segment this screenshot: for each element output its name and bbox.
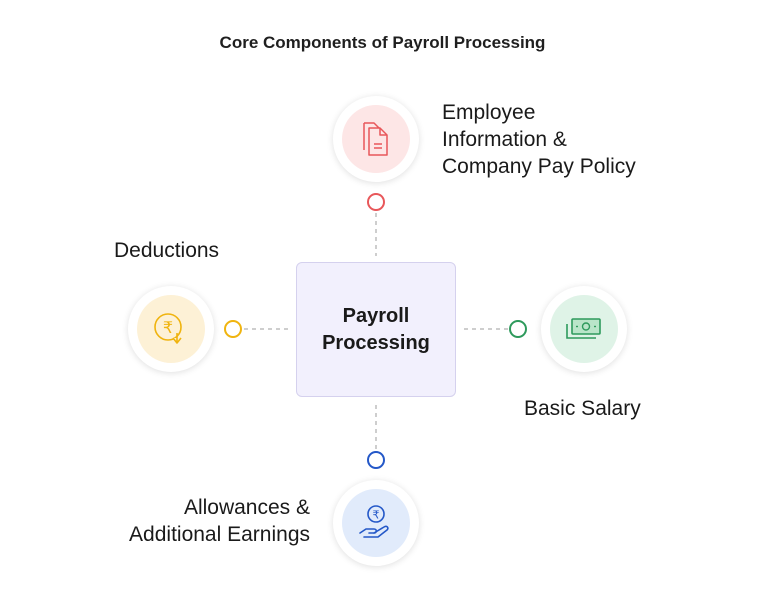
deductions-label: Deductions: [114, 239, 220, 262]
svg-text:₹: ₹: [163, 318, 173, 337]
connector-dot-right: [509, 320, 527, 338]
payroll-processing-box: Payroll Processing: [296, 262, 456, 397]
rupee-down-arrow-icon: ₹: [154, 313, 182, 344]
document-icon: [363, 122, 388, 156]
svg-text:₹: ₹: [373, 509, 380, 522]
deductions-node: ₹: [128, 286, 214, 372]
connector-dot-bottom: [367, 451, 385, 469]
connector-dot-left: [224, 320, 242, 338]
employee-info-label: Employee Information & Company Pay Polic…: [442, 101, 636, 178]
allowances-label: Allowances & Additional Earnings: [129, 496, 310, 546]
basic-salary-label: Basic Salary: [524, 397, 641, 420]
connector-dot-top: [367, 193, 385, 211]
employee-info-node: [333, 96, 419, 182]
allowances-node: ₹: [333, 480, 419, 566]
cash-notes-icon: [566, 318, 601, 339]
hand-rupee-coin-icon: ₹: [359, 505, 389, 538]
center-label-line1: Payroll: [342, 304, 410, 327]
basic-salary-node: [541, 286, 627, 372]
diagram-title: Core Components of Payroll Processing: [219, 33, 546, 52]
center-label-line2: Processing: [322, 331, 430, 354]
